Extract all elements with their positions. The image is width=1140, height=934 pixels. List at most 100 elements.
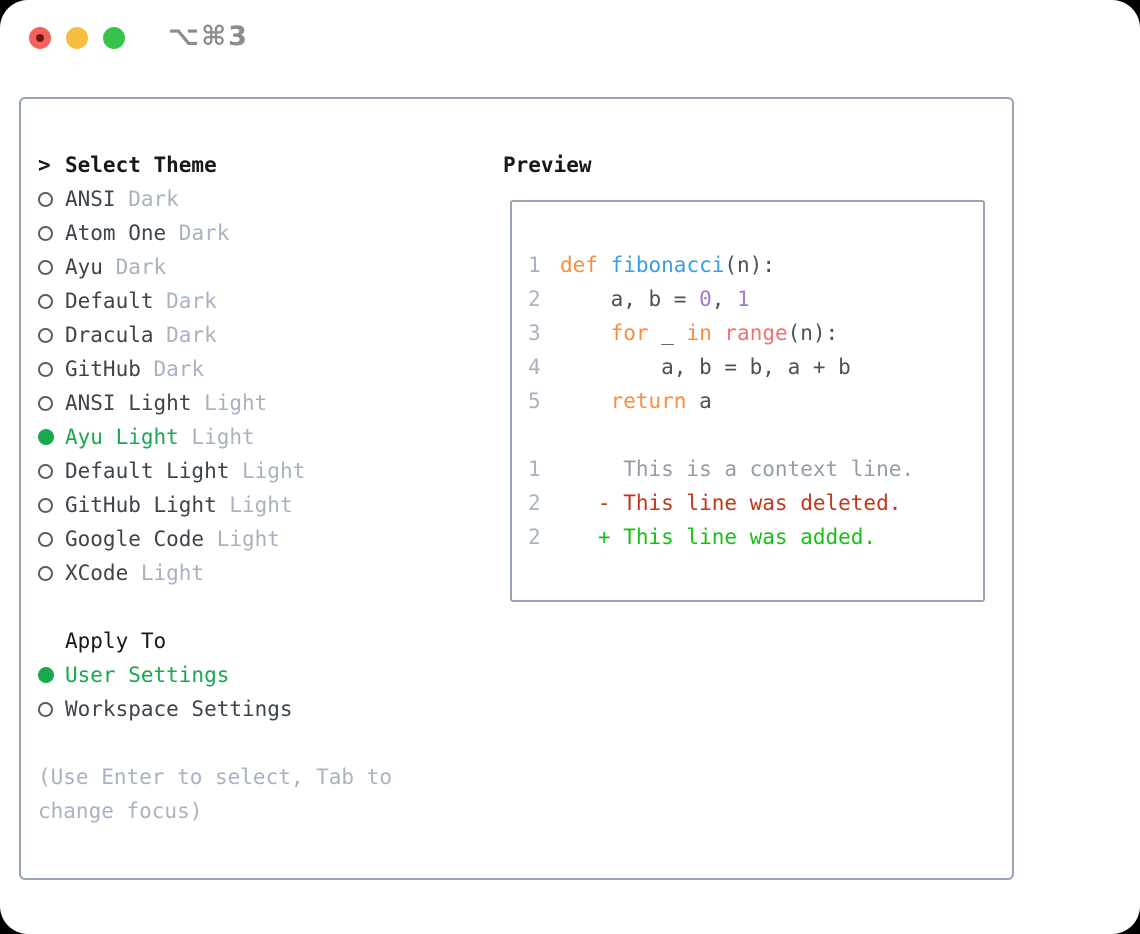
line-number: 4 (528, 355, 541, 379)
code-token: This is a context line. (560, 457, 915, 481)
minimize-button[interactable] (66, 27, 88, 49)
theme-variant: Light (242, 459, 306, 483)
theme-name: Default (65, 289, 167, 313)
code-token: in (686, 321, 712, 345)
apply-to-label: Apply To (65, 629, 167, 653)
theme-variant: Dark (115, 255, 167, 279)
code-token: _ (648, 321, 687, 345)
code-token: (n): (724, 253, 775, 277)
code-token: (n): (787, 321, 839, 345)
theme-variant: Dark (166, 323, 217, 347)
radio-icon (38, 701, 65, 717)
theme-variant: Light (140, 561, 205, 585)
code-line: 4 a, b = b, a + b (528, 350, 983, 384)
theme-option[interactable]: ANSI Dark (38, 182, 488, 216)
apply-to-option[interactable]: User Settings (38, 658, 488, 692)
code-line: 2 a, b = 0, 1 (528, 282, 983, 316)
spacer (38, 590, 488, 624)
selected-radio-icon (38, 667, 65, 683)
code-line (528, 418, 983, 452)
theme-name: Ayu Light (65, 425, 192, 449)
theme-option[interactable]: XCode Light (38, 556, 488, 590)
radio-icon (38, 225, 65, 241)
radio-icon (38, 531, 65, 547)
radio-icon (38, 259, 65, 275)
apply-to-option-label: User Settings (65, 663, 230, 687)
window-title-shortcut: ⌥⌘3 (168, 21, 249, 52)
theme-variant: Light (204, 391, 268, 415)
code-line: 3 for _ in range(n): (528, 316, 983, 350)
apply-to-option-label: Workspace Settings (65, 697, 293, 721)
maximize-button[interactable] (103, 27, 125, 49)
radio-icon (38, 293, 65, 309)
code-line: 2 + This line was added. (528, 520, 983, 554)
radio-icon (38, 395, 65, 411)
radio-icon (38, 191, 65, 207)
line-number: 1 (528, 253, 541, 277)
theme-variant: Dark (166, 289, 217, 313)
radio-icon (38, 565, 65, 581)
theme-name: ANSI (65, 187, 129, 211)
code-token: 1 (737, 287, 750, 311)
select-theme-header: > Select Theme (38, 148, 488, 182)
theme-option[interactable]: Ayu Dark (38, 250, 488, 284)
code-token: a (686, 389, 712, 413)
line-number: 1 (528, 457, 541, 481)
theme-name: Default Light (65, 459, 243, 483)
code-token: a, b = b, a + b (560, 355, 851, 379)
code-token: 0 (699, 287, 712, 311)
theme-option[interactable]: Ayu Light Light (38, 420, 488, 454)
code-token: a, b = (560, 287, 700, 311)
theme-name: Google Code (65, 527, 217, 551)
code-token: fibonacci (610, 253, 725, 277)
theme-option[interactable]: GitHub Light Light (38, 488, 488, 522)
code-token: return (610, 389, 687, 413)
code-token (560, 321, 611, 345)
record-dot-icon (36, 34, 44, 42)
traffic-lights (29, 27, 125, 49)
theme-option[interactable]: ANSI Light Light (38, 386, 488, 420)
theme-option[interactable]: Default Dark (38, 284, 488, 318)
close-button[interactable] (29, 27, 51, 49)
theme-name: XCode (65, 561, 141, 585)
preview-header: Preview (503, 153, 592, 177)
line-number: 3 (528, 321, 541, 345)
code-token: for (610, 321, 649, 345)
apply-to-option[interactable]: Workspace Settings (38, 692, 488, 726)
selected-radio-icon (38, 429, 65, 445)
line-number: 2 (528, 287, 541, 311)
theme-name: GitHub Light (65, 493, 230, 517)
window-titlebar: ⌥⌘3 (0, 0, 1140, 75)
code-token: + This line was added. (560, 525, 877, 549)
radio-icon (38, 463, 65, 479)
code-line: 2 - This line was deleted. (528, 486, 983, 520)
theme-option[interactable]: Default Light Light (38, 454, 488, 488)
code-line: 5 return a (528, 384, 983, 418)
theme-variant: Dark (128, 187, 179, 211)
code-line: 1 This is a context line. (528, 452, 983, 486)
radio-icon (38, 497, 65, 513)
theme-variant: Light (229, 493, 293, 517)
theme-option[interactable]: Dracula Dark (38, 318, 488, 352)
theme-variant: Dark (178, 221, 230, 245)
theme-option[interactable]: Atom One Dark (38, 216, 488, 250)
apply-to-header: Apply To (38, 624, 488, 658)
theme-option[interactable]: GitHub Dark (38, 352, 488, 386)
theme-name: GitHub (65, 357, 154, 381)
prompt-arrow-icon: > (38, 153, 51, 177)
theme-variant: Light (216, 527, 280, 551)
section-title: Select Theme (65, 153, 217, 177)
theme-option[interactable]: Google Code Light (38, 522, 488, 556)
theme-variant: Light (191, 425, 255, 449)
theme-name: Dracula (65, 323, 167, 347)
code-token: range (724, 321, 788, 345)
line-number: 5 (528, 389, 541, 413)
theme-name: Ayu (65, 255, 116, 279)
